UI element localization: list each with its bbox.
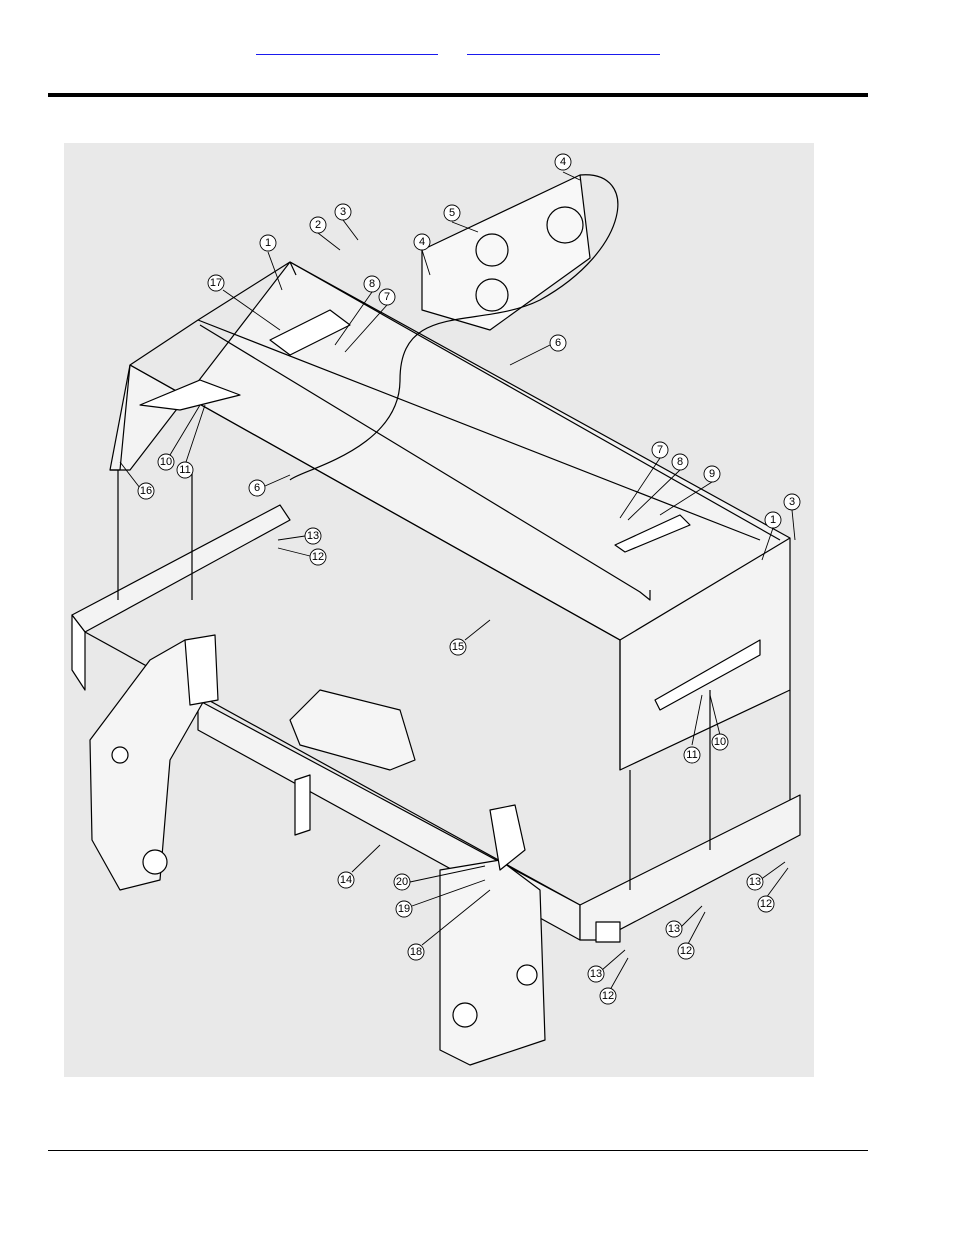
callout-label: 16 (140, 485, 152, 497)
callout-label: 4 (419, 236, 425, 248)
callout-3-top (335, 204, 358, 240)
callout-label: 12 (312, 551, 324, 563)
callout-label: 13 (307, 530, 319, 542)
callout-label: 12 (602, 990, 614, 1002)
callout-label: 10 (160, 456, 172, 468)
callout-label: 19 (398, 903, 410, 915)
callout-label: 3 (340, 206, 346, 218)
callout-4-top (555, 154, 580, 180)
left-hitch-arm (90, 635, 218, 890)
callout-label: 15 (452, 641, 464, 653)
callout-label: 7 (384, 291, 390, 303)
callout-label: 1 (770, 514, 776, 526)
callout-label: 20 (396, 876, 408, 888)
footer-rule (48, 1150, 868, 1151)
callout-label: 10 (714, 736, 726, 748)
callout-label: 2 (315, 219, 321, 231)
callout-label: 5 (449, 207, 455, 219)
callout-label: 11 (686, 749, 697, 761)
callout-label: 1 (265, 237, 271, 249)
callout-label: 12 (760, 898, 772, 910)
callout-label: 18 (410, 946, 422, 958)
callout-label: 8 (369, 278, 375, 290)
callout-label: 12 (680, 945, 692, 957)
callout-label: 4 (560, 156, 566, 168)
callout-label: 14 (340, 874, 352, 886)
callout-label: 9 (709, 468, 715, 480)
callout-label: 6 (555, 337, 561, 349)
callout-label: 11 (179, 464, 190, 476)
callout-label: 6 (254, 482, 260, 494)
callout-label: 3 (789, 496, 795, 508)
callout-label: 7 (657, 444, 663, 456)
callout-label: 13 (590, 968, 602, 980)
callout-label: 17 (210, 277, 222, 289)
callout-label: 8 (677, 456, 683, 468)
callout-label: 13 (668, 923, 680, 935)
callout-label: 13 (749, 876, 761, 888)
